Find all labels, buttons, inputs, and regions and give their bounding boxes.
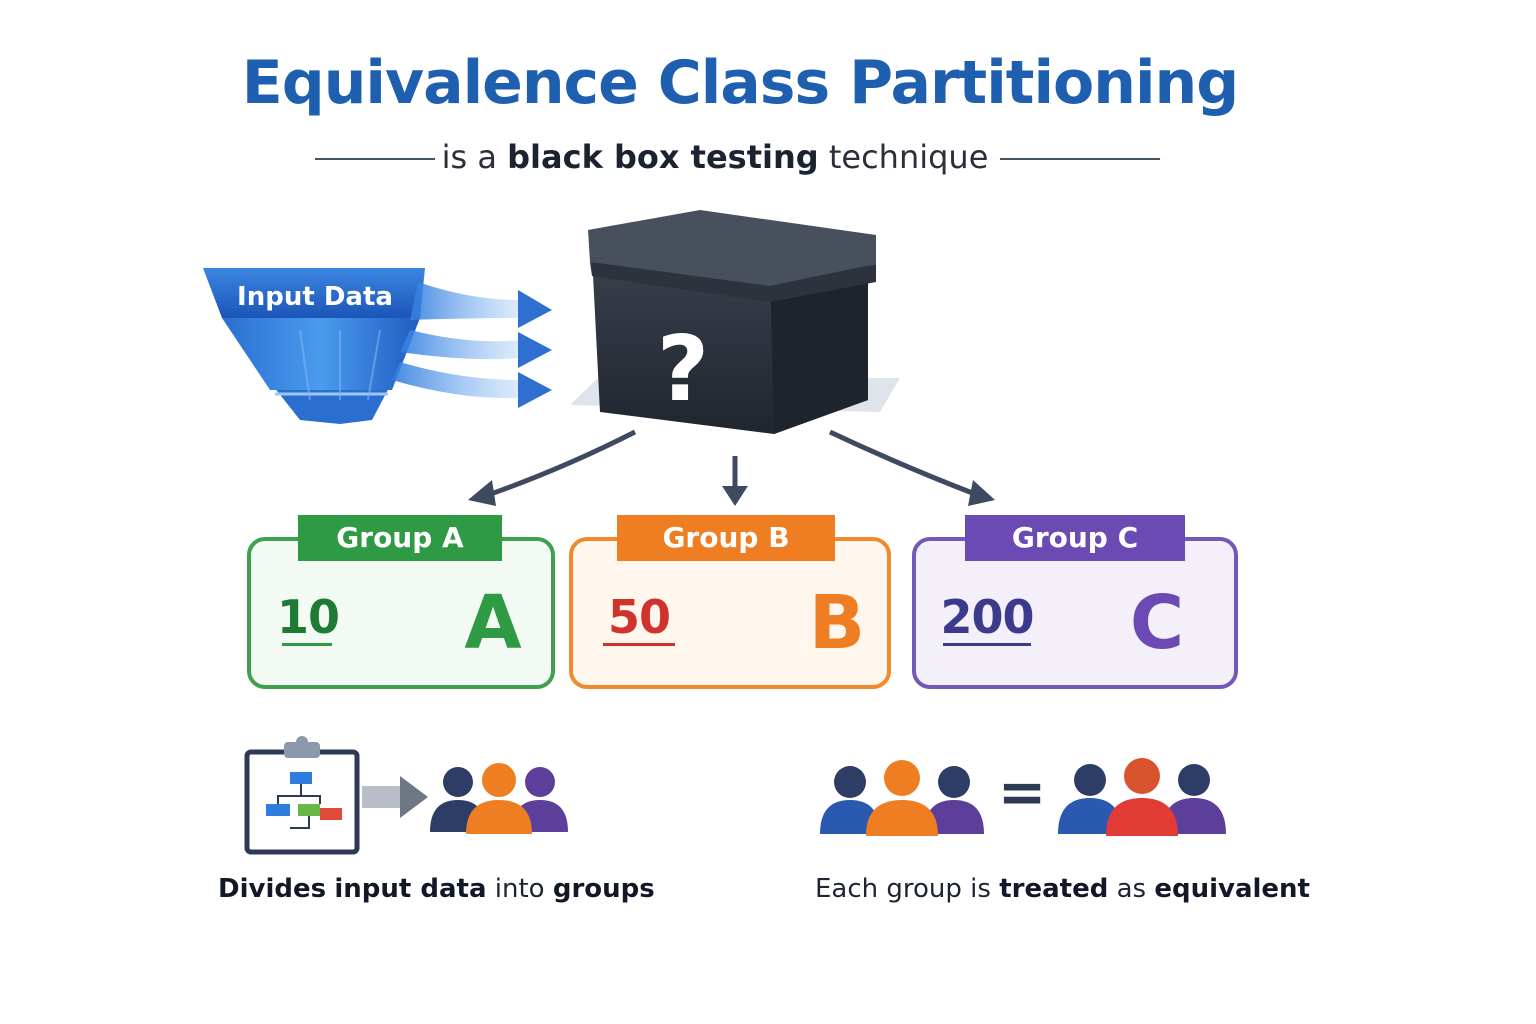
equals-icon: = [998, 758, 1047, 826]
caption-right-p3: as [1116, 874, 1147, 904]
subtitle-emphasis: black box testing [507, 138, 819, 176]
people-group-before-icon [820, 760, 984, 836]
caption-equivalent: Each group is treated as equivalent [815, 874, 1310, 904]
input-data-label: Input Data [237, 282, 393, 312]
question-mark-icon: ? [657, 317, 709, 422]
caption-left-p2: input data [334, 874, 487, 904]
caption-left-p1: Divides [218, 874, 327, 904]
people-group-icon [430, 763, 568, 834]
input-stream-arrows [392, 282, 552, 408]
caption-left-p3: into [494, 874, 545, 904]
funnel-icon [203, 268, 425, 424]
subtitle-rule-left [315, 158, 435, 160]
group-b-value-underline [603, 643, 675, 646]
caption-right-p1: Each group is [815, 874, 991, 904]
split-arrows [484, 429, 976, 499]
group-b-letter: B [808, 580, 866, 666]
group-b-value: 50 [607, 590, 671, 644]
group-a-label: Group A [298, 515, 502, 561]
group-c-label: Group C [965, 515, 1185, 561]
subtitle: is a black box testing technique [430, 138, 1000, 176]
people-group-after-icon [1058, 758, 1226, 836]
group-a-letter: A [464, 580, 522, 666]
group-c-value-underline [943, 643, 1031, 646]
group-c-letter: C [1129, 580, 1185, 666]
group-a-value-underline [282, 643, 332, 646]
group-b-label: Group B [617, 515, 835, 561]
caption-right-p2: treated [999, 874, 1109, 904]
caption-left-p4: groups [552, 874, 655, 904]
caption-right-p4: equivalent [1154, 874, 1310, 904]
subtitle-rule-right [1000, 158, 1160, 160]
group-a-value: 10 [276, 590, 340, 644]
group-c-value: 200 [940, 590, 1034, 644]
arrow-right-icon [362, 776, 428, 818]
page-title: Equivalence Class Partitioning [241, 48, 1239, 118]
caption-divides: Divides input data into groups [218, 874, 655, 904]
subtitle-suffix: technique [828, 138, 989, 176]
clipboard-flowchart-icon [244, 736, 360, 855]
black-box-icon: ? [570, 210, 900, 434]
subtitle-prefix: is a [441, 138, 497, 176]
